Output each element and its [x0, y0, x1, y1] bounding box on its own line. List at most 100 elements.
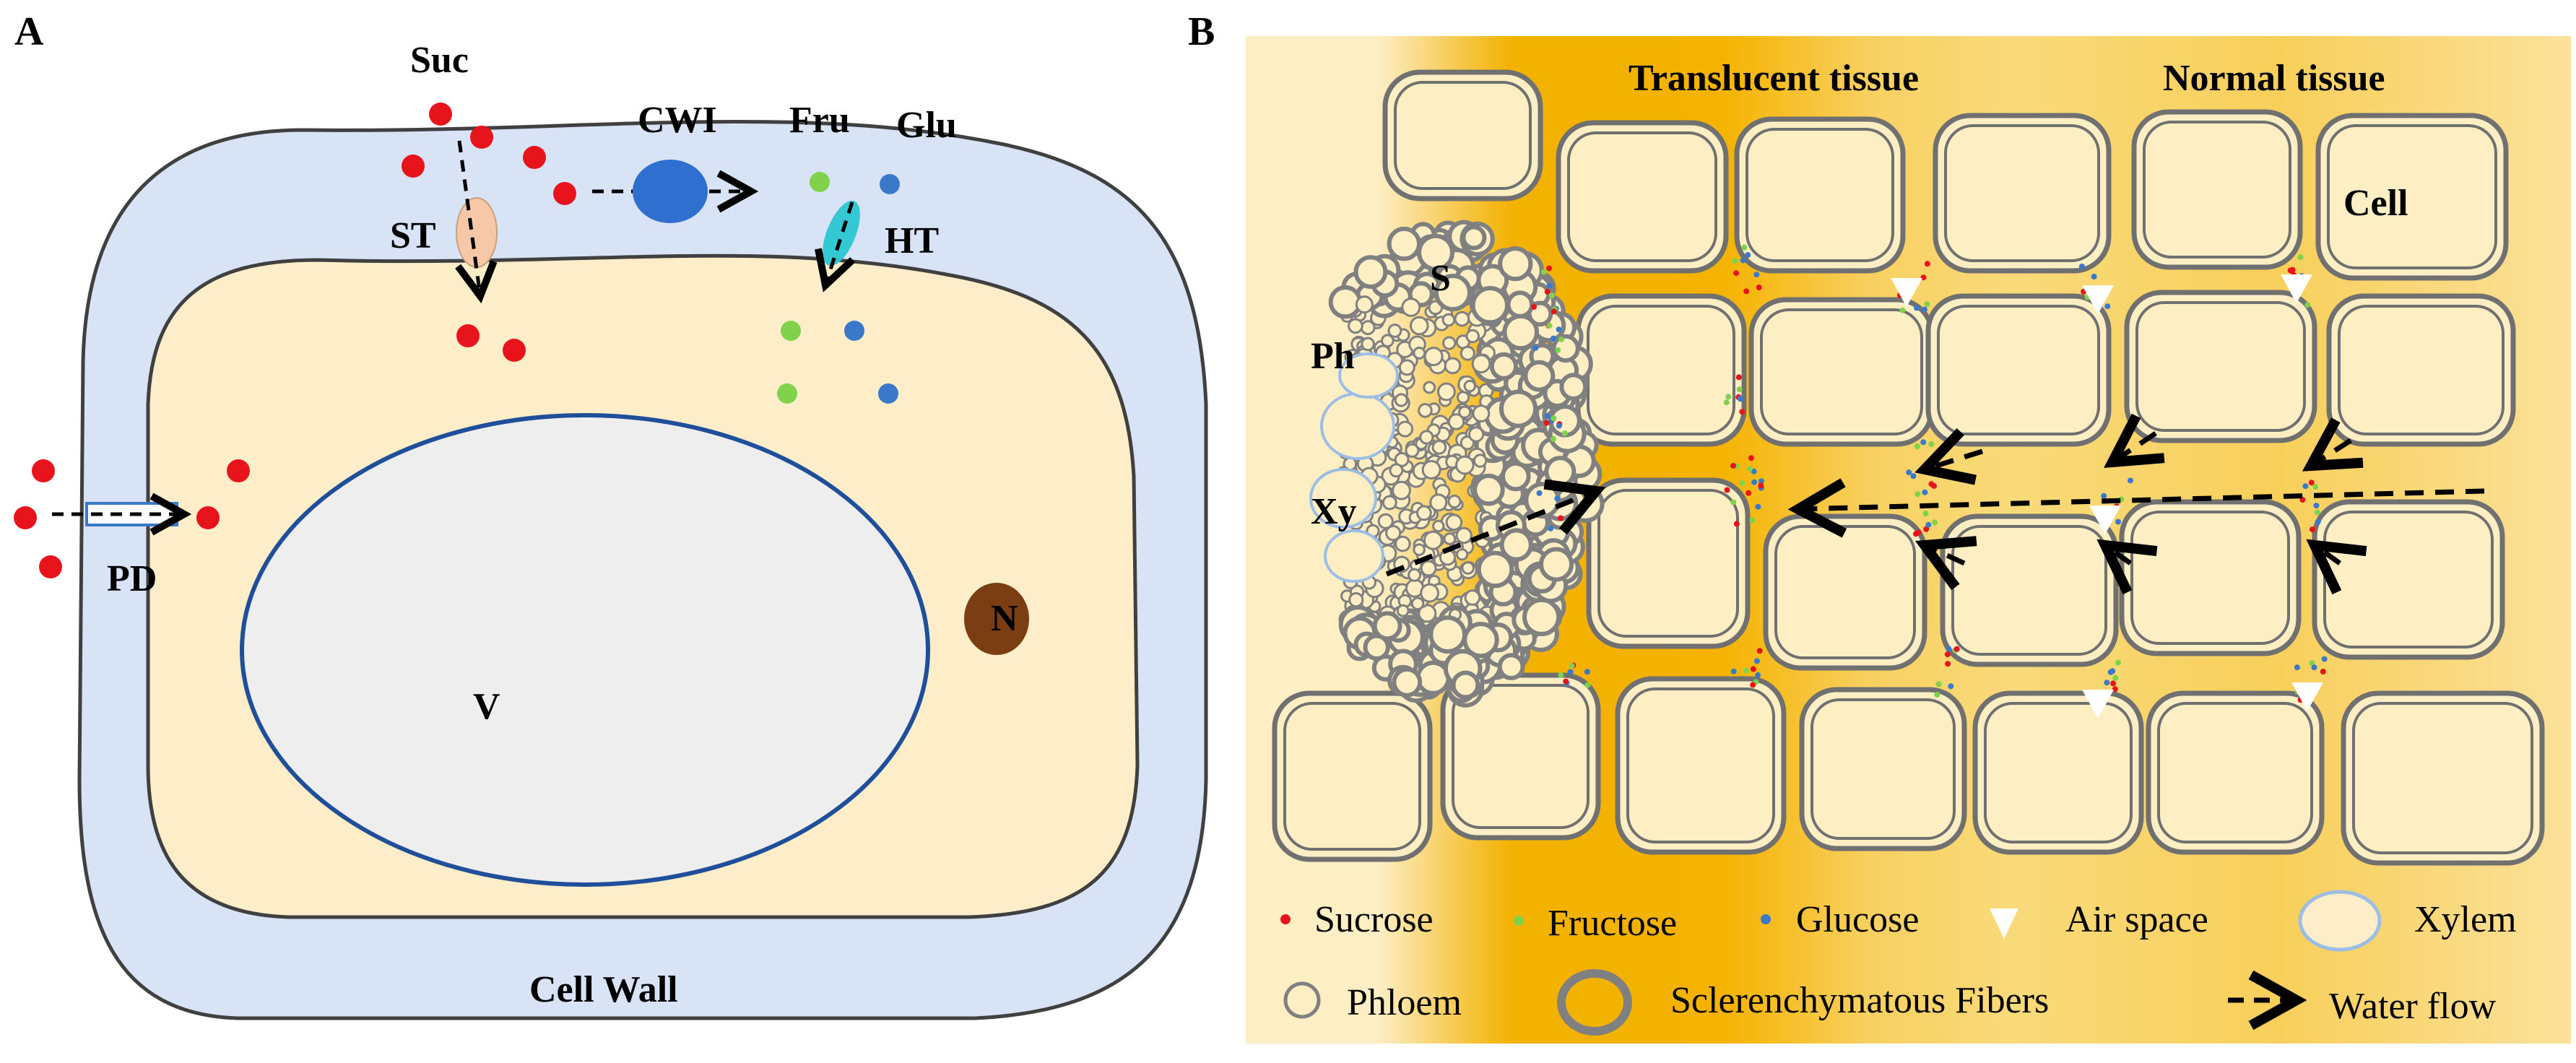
phloem-cell	[1445, 513, 1463, 532]
sclerenchyma-fiber	[1434, 274, 1473, 312]
phloem-cell	[1463, 379, 1477, 393]
phloem-cell	[1460, 345, 1475, 361]
parenchyma-cell	[1933, 113, 2112, 274]
fru-label: Fru	[789, 100, 850, 141]
sugar-dot	[1563, 524, 1569, 531]
parenchyma-cell-inner-wall	[2143, 121, 2291, 259]
parenchyma-cell-inner-wall	[1394, 81, 1532, 190]
sclerenchyma-fiber	[1417, 233, 1454, 272]
sugar-dot	[1944, 651, 1951, 658]
sugar-dot	[2312, 484, 2319, 490]
sugar-dot	[1738, 396, 1744, 402]
phloem-cell	[1395, 535, 1411, 552]
sugar-dot	[1536, 490, 1543, 496]
sugar-dot	[2313, 503, 2320, 509]
phloem-cell	[1437, 382, 1456, 402]
parenchyma-cell	[1586, 477, 1751, 649]
sucrose-dot	[470, 126, 493, 149]
parenchyma-cell-inner-wall	[1937, 305, 2100, 435]
phloem-cell	[1444, 357, 1462, 375]
sugar-dot	[2304, 302, 2311, 308]
phloem-cell	[1468, 426, 1485, 443]
sclerenchyma-fiber	[1328, 285, 1363, 319]
sugar-dot	[1755, 503, 1761, 510]
sucrose-dot	[456, 324, 480, 347]
parenchyma-cell	[2312, 499, 2505, 660]
legend: Sucrose Fructose Glucose Air space Xylem…	[1280, 890, 2517, 1036]
parenchyma-cell	[1382, 69, 1543, 201]
sugar-dot	[2309, 526, 2315, 533]
phloem-cell	[1455, 526, 1473, 544]
sugar-dot	[2315, 509, 2320, 516]
parenchyma-cell	[1575, 293, 1747, 447]
phloem-cell	[1423, 347, 1444, 367]
sclerenchyma-fiber	[1559, 373, 1588, 401]
sclerenchyma-fiber	[1363, 633, 1390, 661]
parenchyma-cell-inner-wall	[1810, 698, 1956, 840]
phloem-cell	[1429, 493, 1448, 512]
xylem-label: Xy	[1311, 491, 1357, 532]
sclerenchyma-fiber	[1428, 615, 1467, 654]
phloem-cell	[1396, 604, 1410, 617]
sclerenchyma-fiber	[1476, 550, 1514, 589]
sucrose-dot	[227, 459, 250, 482]
parenchyma-cell	[1925, 293, 2112, 447]
nucleus-label: N	[991, 598, 1018, 639]
water-flow-arrow	[2112, 433, 2156, 462]
sugar-dot	[1558, 672, 1564, 678]
sugar-dot	[2128, 477, 2133, 484]
phloem-cell	[1382, 495, 1397, 511]
phloem-cell	[1458, 405, 1472, 419]
sugar-dot	[2320, 669, 2326, 674]
sugar-dot	[1923, 526, 1930, 532]
sugar-dot	[1736, 386, 1743, 393]
sclerenchyma-fiber	[1506, 290, 1535, 319]
sugar-dot	[2302, 483, 2309, 490]
xylem-vessel	[1309, 468, 1377, 529]
water-flow-arrow	[1925, 451, 1984, 469]
sugar-dot	[1551, 308, 1557, 315]
cwi-label: CWI	[638, 100, 717, 141]
xylem-icon	[2298, 890, 2382, 952]
sugar-dot	[2321, 656, 2328, 662]
sugar-dot	[1743, 667, 1750, 674]
phloem-cell	[1392, 480, 1411, 500]
sugar-dot	[2311, 664, 2317, 671]
sclerenchyma-fiber	[1473, 473, 1505, 506]
parenchyma-cell	[1556, 120, 1729, 274]
phloem-cell	[1442, 336, 1457, 350]
sugar-dot	[2115, 659, 2121, 666]
phloem-cell	[1408, 568, 1422, 582]
sugar-dot	[2078, 264, 2085, 269]
sclerenchyma-fiber	[1462, 622, 1499, 659]
phloem-cell	[1464, 589, 1481, 606]
sugar-dot	[2287, 267, 2294, 274]
phloem-cell	[1348, 592, 1364, 608]
green-dot-icon	[1514, 916, 1524, 926]
sugar-dot	[1910, 473, 1917, 480]
sugar-dot	[1749, 517, 1756, 524]
phloem-label: Ph	[1311, 336, 1355, 377]
sugar-dot	[1922, 306, 1927, 313]
sclerenchyma-fiber	[1551, 334, 1580, 363]
sclerenchyma-label: S	[1430, 258, 1451, 299]
legend-air-space-label: Air space	[2065, 899, 2208, 940]
sugar-dot	[1758, 482, 1764, 489]
sugar-dot	[1563, 678, 1569, 685]
sugar-dot	[1732, 258, 1738, 264]
phloem-cell	[1394, 393, 1408, 407]
sclerenchyma-fiber	[1461, 225, 1487, 251]
sugar-dot	[1914, 305, 1920, 311]
sugar-dot	[1922, 489, 1928, 495]
sugar-dot	[2112, 674, 2119, 681]
sugar-dot	[1556, 422, 1562, 429]
cell-wall-invertase	[633, 160, 708, 223]
sclerenchyma-fiber	[1497, 653, 1525, 680]
air-space	[2082, 285, 2114, 314]
parenchyma-cell-inner-wall	[1283, 702, 1421, 851]
sugar-dot	[1934, 692, 1940, 698]
normal-tissue-header: Normal tissue	[2163, 58, 2385, 99]
phloem-cell	[1432, 519, 1445, 533]
sugar-dot	[1569, 662, 1575, 669]
glucose-dot	[880, 174, 900, 194]
